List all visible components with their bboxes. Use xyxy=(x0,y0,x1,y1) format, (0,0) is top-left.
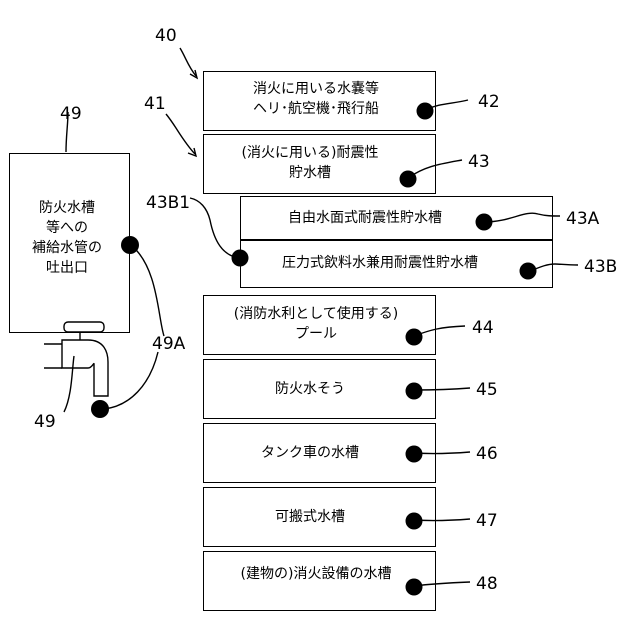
box-44-line1: (消防水利として使用する) xyxy=(216,304,416,324)
arrow-41-head xyxy=(188,148,196,156)
ref-43: 43 xyxy=(468,152,490,172)
ref-45: 45 xyxy=(476,380,498,400)
box-43A-label: 自由水面式耐震性貯水槽 xyxy=(260,208,470,228)
ref-40: 40 xyxy=(155,26,177,46)
ref-48: 48 xyxy=(476,574,498,594)
box-48-label: (建物の)消火設備の水槽 xyxy=(216,564,416,584)
ref-43A: 43A xyxy=(566,209,599,229)
ref-49-bottom: 49 xyxy=(34,412,56,432)
box-42-line1: 消火に用いる水嚢等 xyxy=(216,79,416,99)
box-49-line3: 補給水管の xyxy=(9,238,125,258)
arrow-41 xyxy=(166,114,195,154)
ref-44: 44 xyxy=(472,318,494,338)
box-42-line2: ヘリ･航空機･飛行船 xyxy=(216,99,416,119)
ref-42: 42 xyxy=(478,92,500,112)
faucet-icon xyxy=(44,322,108,396)
ref-49-top: 49 xyxy=(60,104,82,124)
box-45-label: 防火水そう xyxy=(250,379,370,399)
dot-49-faucet xyxy=(91,400,109,418)
box-49-line1: 防火水槽 xyxy=(9,198,125,218)
ref-49A: 49A xyxy=(152,334,185,354)
arrow-40-head xyxy=(190,70,197,78)
ref-43B1: 43B1 xyxy=(146,193,190,213)
ref-43B: 43B xyxy=(584,257,617,277)
box-46-label: タンク車の水槽 xyxy=(230,443,390,463)
leader-49-faucet xyxy=(104,352,158,409)
box-44-line2: プール xyxy=(216,324,416,344)
box-43-line2: 貯水槽 xyxy=(210,163,410,183)
leader-43B1 xyxy=(190,198,240,258)
ref-47: 47 xyxy=(476,511,498,531)
leader-49-outlet xyxy=(132,246,164,336)
arrow-40 xyxy=(180,48,196,76)
box-43B-label: 圧力式飲料水兼用耐震性貯水槽 xyxy=(250,253,510,273)
box-49-line4: 吐出口 xyxy=(9,258,125,278)
box-47-label: 可搬式水槽 xyxy=(240,507,380,527)
box-49-line2: 等への xyxy=(9,218,125,238)
ref-46: 46 xyxy=(476,444,498,464)
box-43-line1: (消火に用いる)耐震性 xyxy=(210,143,410,163)
leader-49-bottom xyxy=(64,356,74,412)
ref-41: 41 xyxy=(144,94,166,114)
